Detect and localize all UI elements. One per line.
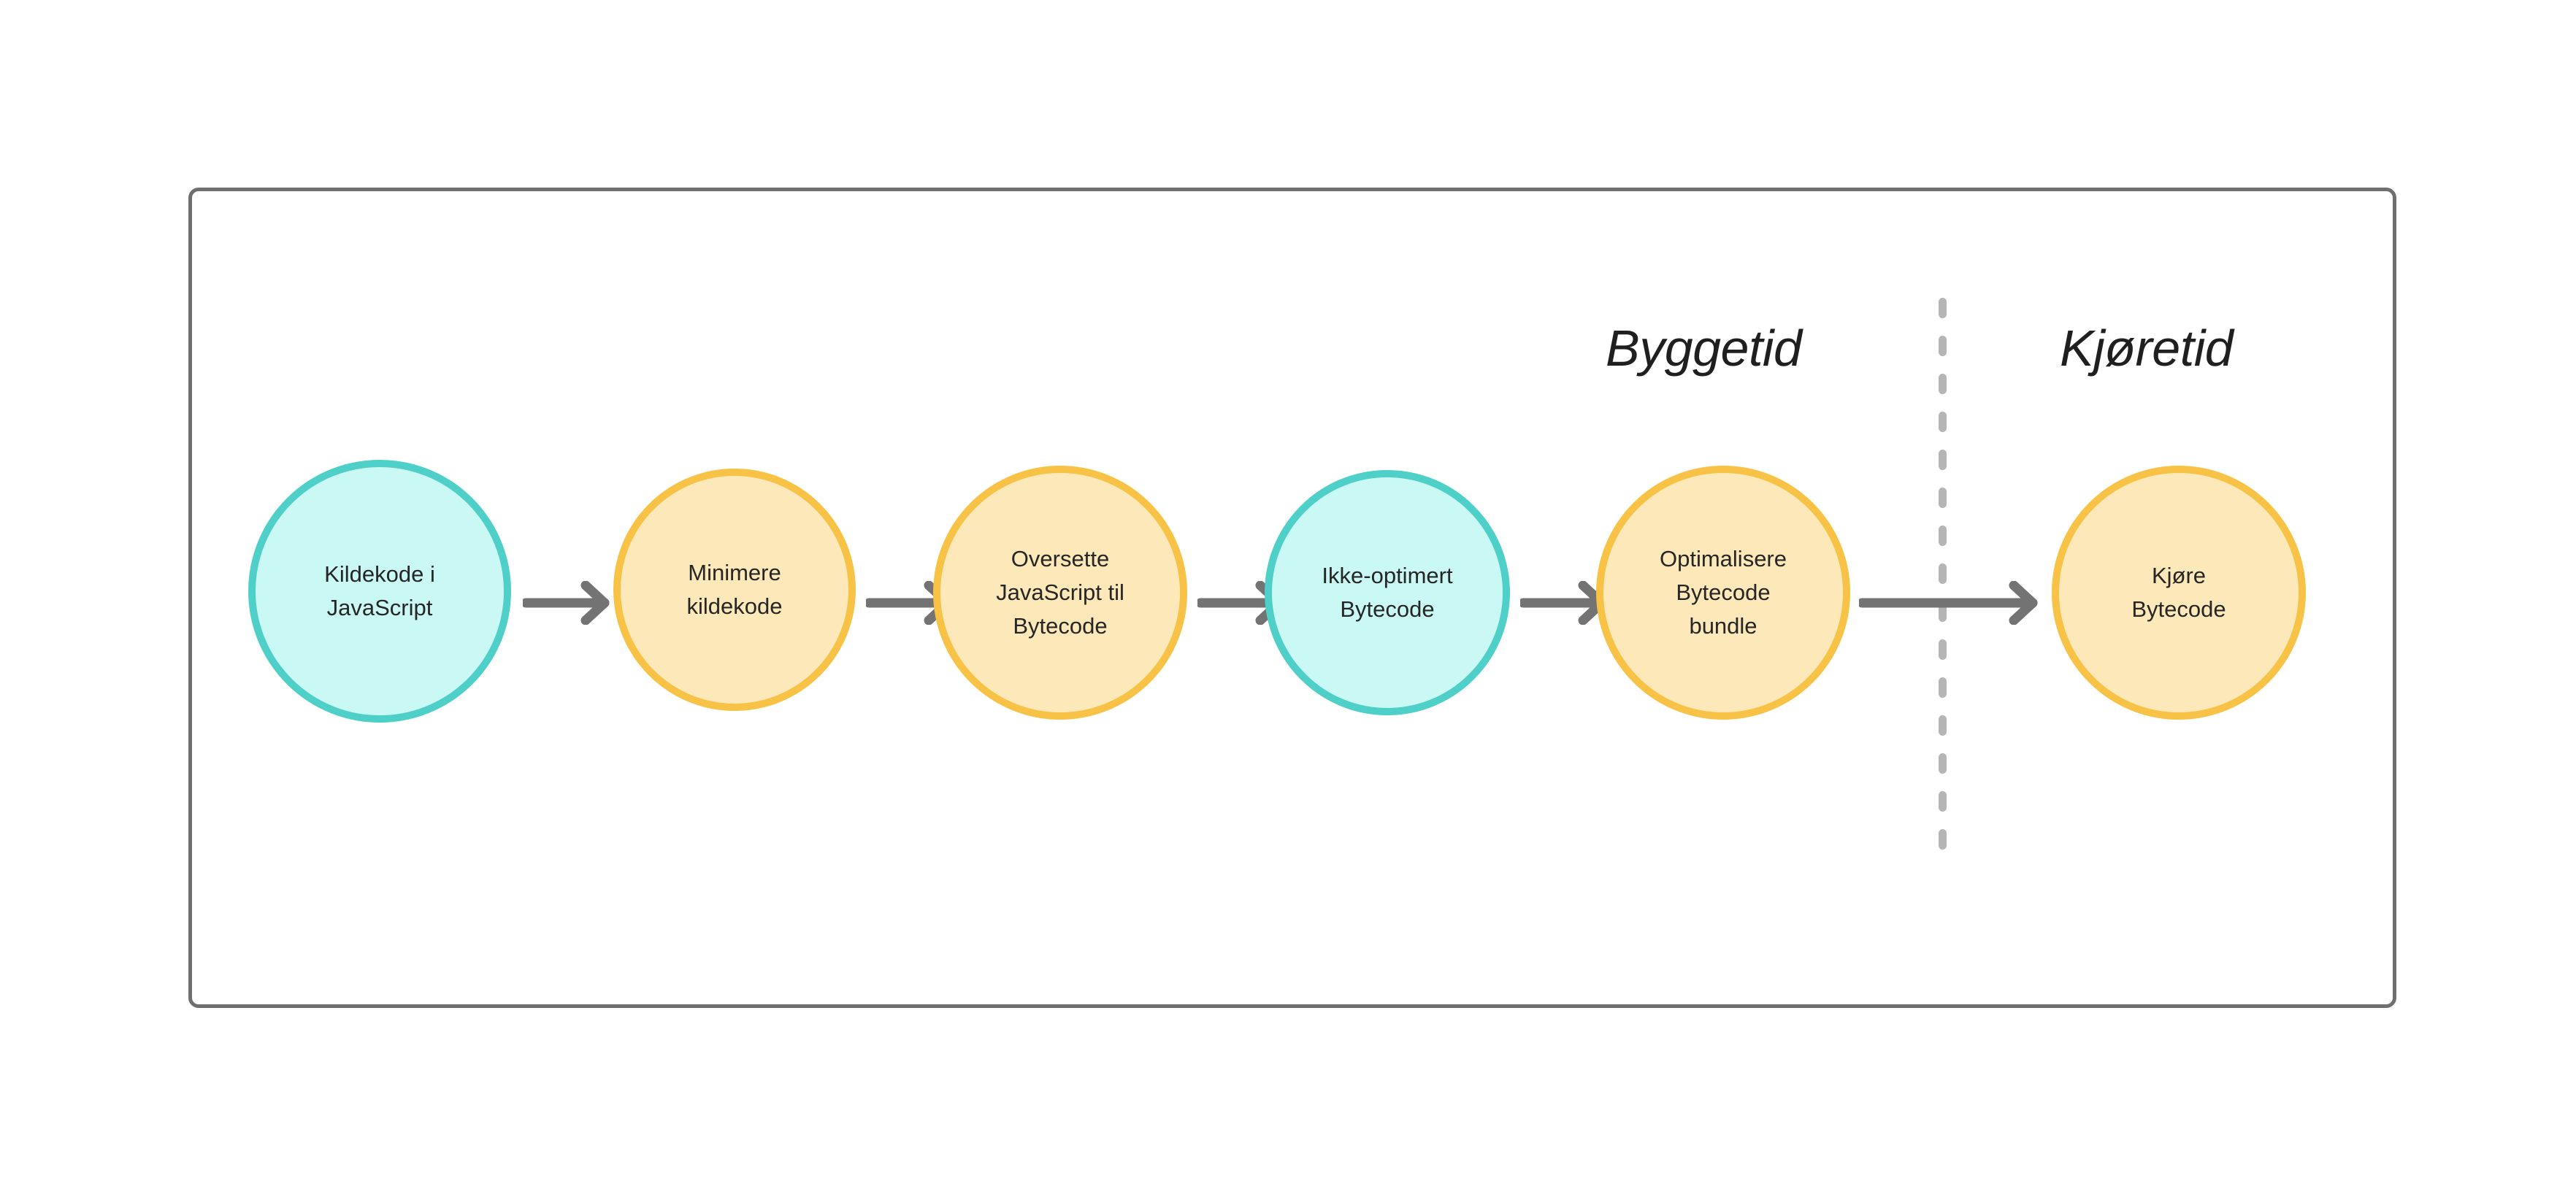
- phase-divider-dashed-line: [1939, 298, 1947, 879]
- node-label: Minimere kildekode: [686, 560, 783, 619]
- divider-dash: [1939, 336, 1947, 356]
- divider-dash: [1939, 639, 1947, 660]
- divider-dash: [1939, 677, 1947, 698]
- node-ikke-optimert-bytecode[interactable]: Ikke-optimert Bytecode: [1265, 470, 1510, 715]
- node-label: Optimalisere Bytecode bundle: [1660, 546, 1787, 639]
- node-kildekode-javascript[interactable]: Kildekode i JavaScript: [248, 460, 511, 723]
- divider-dash: [1939, 791, 1947, 812]
- divider-dash: [1939, 412, 1947, 432]
- divider-dash: [1939, 298, 1947, 318]
- node-label: Ikke-optimert Bytecode: [1322, 563, 1453, 622]
- node-kjore-bytecode[interactable]: Kjøre Bytecode: [2052, 466, 2306, 720]
- arrow-optimalisere-to-kjore: [1859, 581, 2042, 625]
- divider-dash: [1939, 753, 1947, 774]
- node-minimere-kildekode[interactable]: Minimere kildekode: [613, 469, 856, 711]
- phase-label-byggetid: Byggetid: [1606, 320, 1802, 377]
- phase-label-kjoretid: Kjøretid: [2060, 320, 2234, 377]
- node-optimalisere-bundle[interactable]: Optimalisere Bytecode bundle: [1596, 466, 1850, 720]
- node-label: Oversette JavaScript til Bytecode: [996, 546, 1124, 639]
- divider-dash: [1939, 450, 1947, 470]
- node-label: Kildekode i JavaScript: [324, 561, 435, 620]
- divider-dash: [1939, 563, 1947, 584]
- divider-dash: [1939, 715, 1947, 736]
- arrow-kildekode-to-minimere: [523, 581, 613, 625]
- divider-dash: [1939, 829, 1947, 850]
- node-label: Kjøre Bytecode: [2131, 563, 2226, 622]
- divider-dash: [1939, 526, 1947, 546]
- divider-dash: [1939, 488, 1947, 508]
- divider-dash: [1939, 601, 1947, 622]
- divider-dash: [1939, 374, 1947, 394]
- node-oversette-bytecode[interactable]: Oversette JavaScript til Bytecode: [933, 466, 1187, 720]
